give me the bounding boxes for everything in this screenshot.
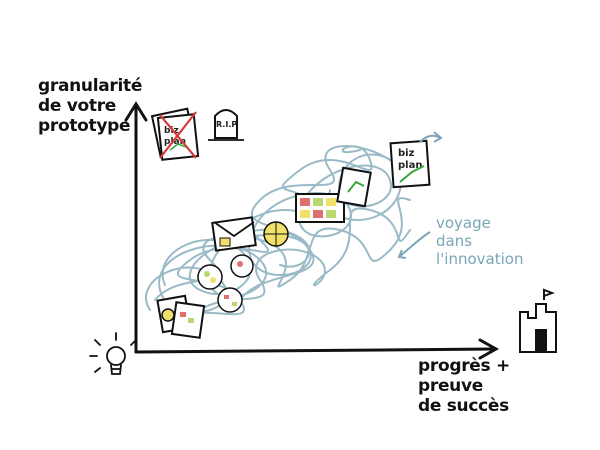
biz-plan-final-line2: plan xyxy=(398,160,422,171)
x-axis-label: progrès + preuve de succès xyxy=(418,356,510,416)
y-axis xyxy=(124,101,148,354)
prototype-board xyxy=(295,166,372,223)
journey-annotation: voyage dans l'innovation xyxy=(436,214,524,268)
castle-icon xyxy=(519,288,557,353)
biz-plan-rejected-line1: biz xyxy=(164,126,179,136)
tombstone-text: R.I.P. xyxy=(216,120,239,129)
x-axis xyxy=(134,338,500,360)
biz-plan-rejected-line2: plan xyxy=(164,137,186,147)
prototype-cards-early xyxy=(156,294,206,339)
biz-plan-final-line1: biz xyxy=(398,148,415,159)
lightbulb-icon xyxy=(89,332,137,375)
annotation-pointer xyxy=(399,231,431,257)
business-plan-final-icon: biz plan xyxy=(389,131,443,189)
business-plan-rejected-icon: biz plan xyxy=(150,107,200,161)
tombstone-icon: R.I.P. xyxy=(208,109,244,141)
y-axis-label: granularité de votre prototype xyxy=(38,76,143,136)
prototype-cards-mid xyxy=(197,216,289,313)
